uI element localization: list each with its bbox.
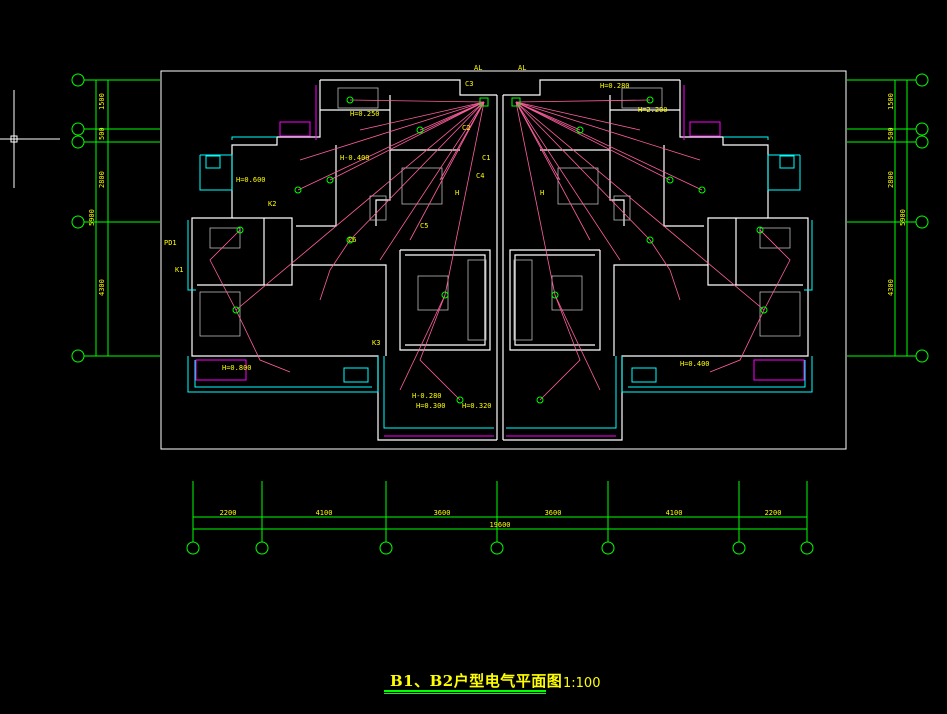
label-c1: C1 bbox=[482, 154, 490, 162]
distribution-panels bbox=[205, 155, 795, 383]
right-dimension-labels: 1500 500 2800 4300 5900 bbox=[887, 93, 907, 296]
bottom-dim-total: 19600 bbox=[489, 521, 510, 529]
mark-neg0280: H-0.280 bbox=[412, 392, 442, 400]
label-h-right: H bbox=[540, 189, 544, 197]
mark-h0600: H=0.600 bbox=[236, 176, 266, 184]
mark-h0280: H=0.280 bbox=[600, 82, 630, 90]
wall-lines bbox=[191, 79, 809, 441]
mark-neg0400: H-0.400 bbox=[340, 154, 370, 162]
right-dim-1: 1500 bbox=[887, 93, 895, 110]
mark-h0800: H=0.800 bbox=[222, 364, 252, 372]
right-dim-3: 2800 bbox=[887, 171, 895, 188]
bottom-dim-5: 4100 bbox=[666, 509, 683, 517]
left-dim-2: 500 bbox=[98, 127, 106, 140]
label-c2: C2 bbox=[462, 124, 470, 132]
bottom-dim-6: 2200 bbox=[765, 509, 782, 517]
mark-h0320: H=0.320 bbox=[462, 402, 492, 410]
label-k3: K3 bbox=[372, 339, 380, 347]
label-c3: C3 bbox=[465, 80, 473, 88]
crosshair-cursor-icon bbox=[0, 90, 60, 188]
drawing-frame bbox=[160, 70, 847, 450]
electrical-fixtures bbox=[232, 96, 768, 404]
label-al-left: AL bbox=[474, 64, 482, 72]
drawing-title-block: B1、B2户型电气平面图 1:100 bbox=[360, 664, 690, 704]
label-al-right: AL bbox=[518, 64, 526, 72]
bottom-dim-4: 3600 bbox=[545, 509, 562, 517]
label-h-left: H bbox=[455, 189, 459, 197]
bottom-dim-2: 4100 bbox=[316, 509, 333, 517]
title-underline bbox=[384, 690, 546, 692]
floor-plan: AL AL H H C1 C2 C3 C4 C5 C6 K1 K2 K3 PD1… bbox=[164, 64, 813, 441]
left-dim-3: 2800 bbox=[98, 171, 106, 188]
left-dim-total: 5900 bbox=[88, 209, 96, 226]
label-c5: C5 bbox=[420, 222, 428, 230]
mark-h0300: H=0.300 bbox=[416, 402, 446, 410]
right-dim-4: 4300 bbox=[887, 279, 895, 296]
electrical-wiring bbox=[209, 99, 791, 401]
right-axis-grid bbox=[847, 73, 929, 363]
label-c6: C6 bbox=[348, 236, 356, 244]
mark-h2200: H=2.200 bbox=[638, 106, 668, 114]
left-dimension-labels: 1500 500 2800 4300 5900 bbox=[88, 93, 106, 296]
bottom-dimension-labels: 2200 4100 3600 3600 4100 2200 19600 bbox=[220, 509, 782, 529]
mark-h0250: H=0.250 bbox=[350, 110, 380, 118]
label-k2: K2 bbox=[268, 200, 276, 208]
mark-h0400: H=0.400 bbox=[680, 360, 710, 368]
exterior-wall-cyan bbox=[187, 136, 813, 429]
right-dim-2: 500 bbox=[887, 127, 895, 140]
title-underline-thin bbox=[384, 693, 546, 694]
bottom-dim-1: 2200 bbox=[220, 509, 237, 517]
drawing-title: B1、B2户型电气平面图 bbox=[390, 672, 563, 690]
furniture bbox=[199, 87, 801, 341]
right-dim-total: 5900 bbox=[899, 209, 907, 226]
plan-labels: AL AL H H C1 C2 C3 C4 C5 C6 K1 K2 K3 PD1… bbox=[164, 64, 710, 410]
label-pd1: PD1 bbox=[164, 239, 177, 247]
left-axis-grid bbox=[71, 73, 160, 363]
left-dim-4: 4300 bbox=[98, 279, 106, 296]
label-k1: K1 bbox=[175, 266, 183, 274]
left-dim-1: 1500 bbox=[98, 93, 106, 110]
drawing-scale: 1:100 bbox=[563, 676, 601, 691]
magenta-lines bbox=[195, 85, 805, 437]
bottom-dim-3: 3600 bbox=[434, 509, 451, 517]
bottom-axis-grid bbox=[186, 481, 814, 555]
label-c4: C4 bbox=[476, 172, 484, 180]
